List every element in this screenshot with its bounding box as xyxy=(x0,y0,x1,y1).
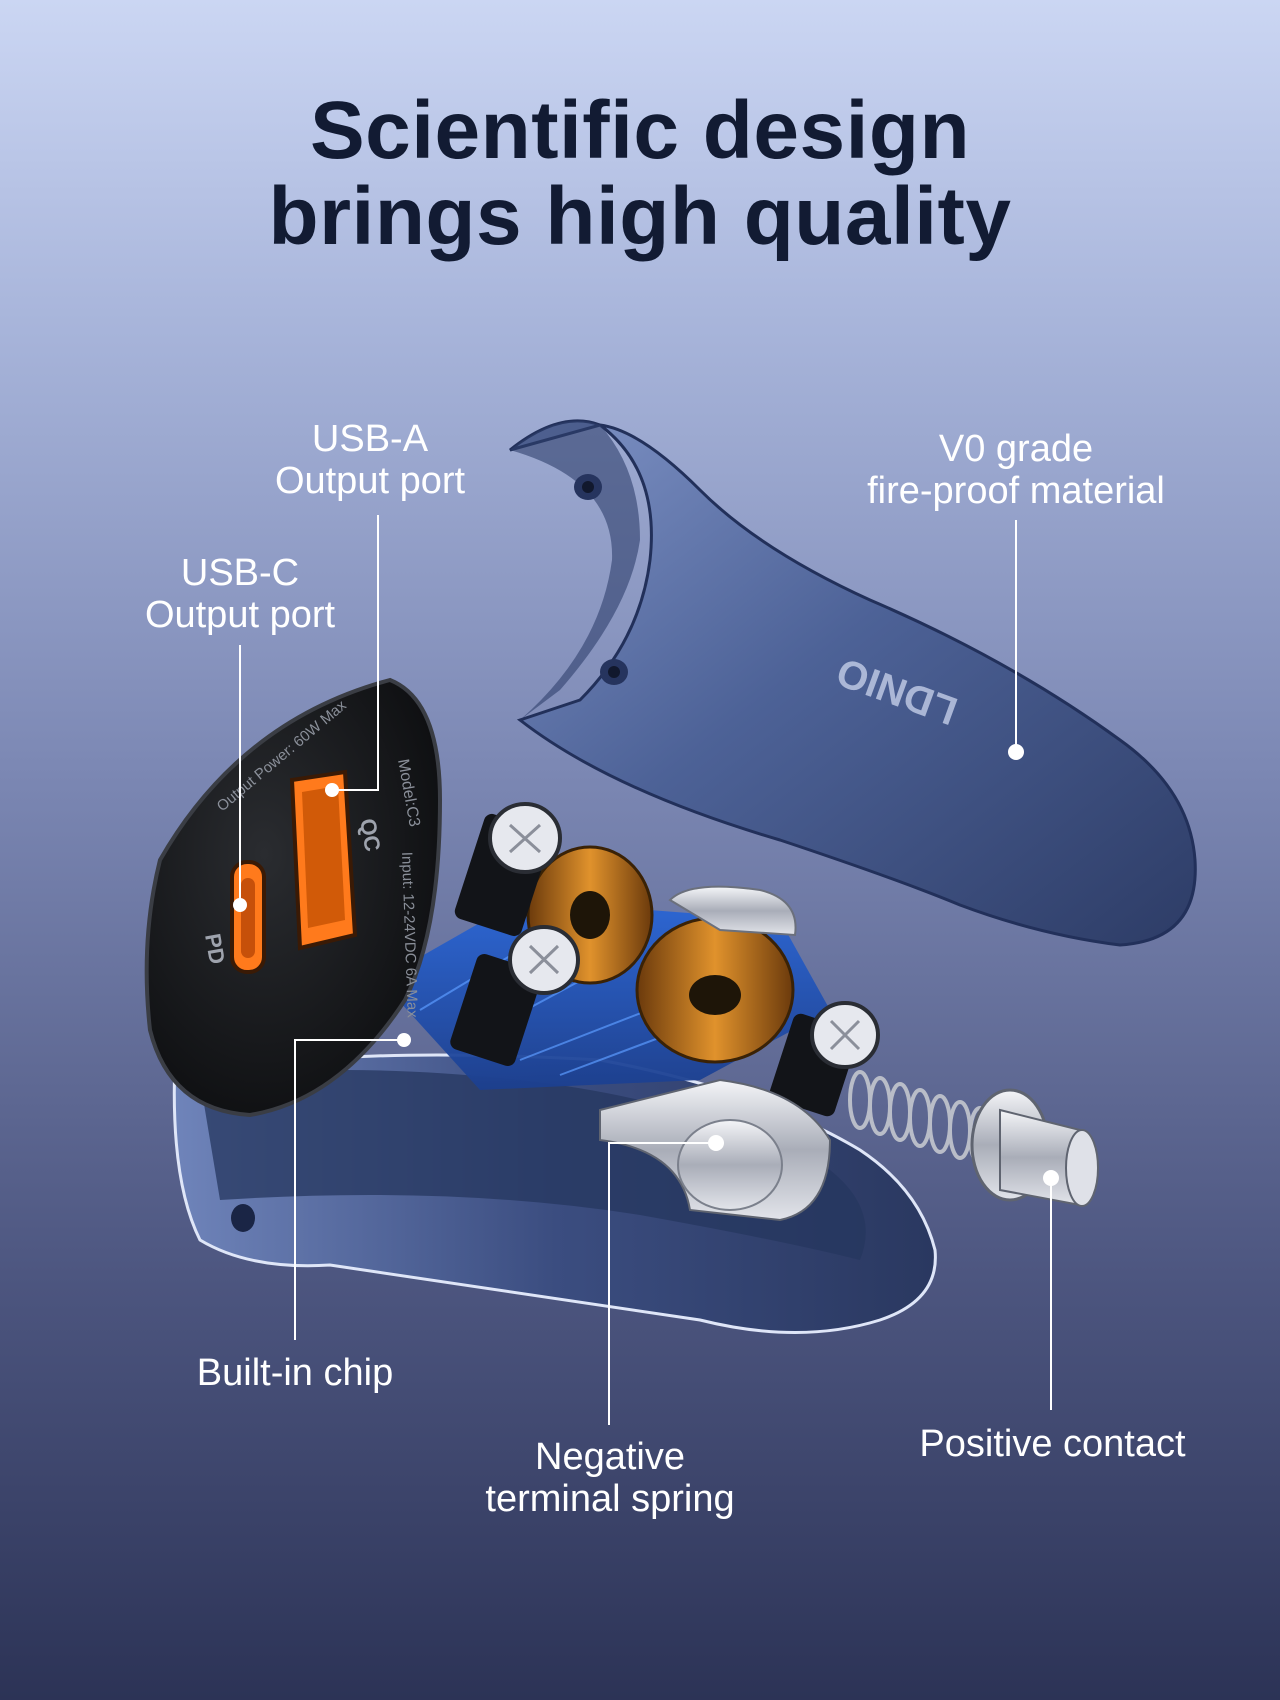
spring-leader xyxy=(608,1142,712,1425)
spring-dot xyxy=(708,1135,724,1151)
spring-label-line2: terminal spring xyxy=(485,1478,735,1520)
contact-dot xyxy=(1043,1170,1059,1186)
metal-bracket xyxy=(668,885,797,937)
v0-dot xyxy=(1008,744,1024,760)
spring-label-line1: Negative xyxy=(535,1436,685,1478)
qc-mark: QC xyxy=(355,817,385,854)
usb-a-label: USB-A Output port xyxy=(255,418,485,502)
usb-c-label-line2: Output port xyxy=(144,594,336,636)
usb-a-dot xyxy=(325,783,339,797)
coil-spring xyxy=(848,1070,992,1166)
chip-leader xyxy=(294,1039,402,1340)
usb-a-leader xyxy=(335,515,379,791)
contact-label-line1: Positive contact xyxy=(919,1423,1186,1465)
capacitor-3 xyxy=(769,1001,880,1117)
callout-lines xyxy=(239,515,1052,1425)
front-face-panel: QC PD Model:C3 Input: 12-24VDC 6A Max Ou… xyxy=(144,677,443,1118)
pd-mark: PD xyxy=(200,932,230,966)
usb-c-port xyxy=(230,860,266,974)
usb-c-label: USB-C Output port xyxy=(125,552,355,636)
callout-dots xyxy=(233,744,1059,1186)
v0-label: V0 grade fire-proof material xyxy=(840,428,1192,512)
usb-c-label-line1: USB-C xyxy=(180,552,300,594)
usb-c-dot xyxy=(233,898,247,912)
input-text: Input: 12-24VDC 6A Max xyxy=(398,852,421,1019)
headline-line-2: brings high quality xyxy=(268,171,1012,262)
chip-label-line1: Built-in chip xyxy=(196,1352,394,1394)
chip-dot xyxy=(397,1033,411,1047)
v0-label-line2: fire-proof material xyxy=(867,470,1165,512)
capacitor-2 xyxy=(450,925,580,1066)
top-shell: LDNIO xyxy=(509,419,1197,947)
v0-label-line1: V0 grade xyxy=(938,428,1094,470)
contact-label: Positive contact xyxy=(895,1423,1210,1465)
chip-label: Built-in chip xyxy=(175,1352,415,1394)
usb-a-label-line1: USB-A xyxy=(311,418,429,460)
usb-a-label-line2: Output port xyxy=(274,460,466,502)
headline-line-1: Scientific design xyxy=(309,85,971,176)
usb-a-port xyxy=(289,769,358,951)
positive-contact-part xyxy=(970,1088,1099,1207)
toroid-coil-2 xyxy=(635,916,795,1064)
spring-label: Negative terminal spring xyxy=(465,1436,755,1520)
capacitor-1 xyxy=(454,802,562,937)
